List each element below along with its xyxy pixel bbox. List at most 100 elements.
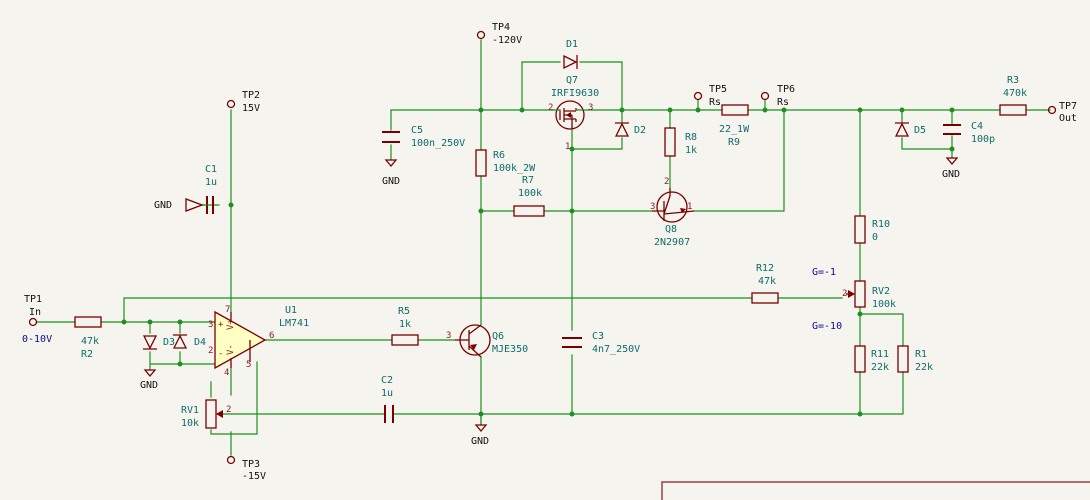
rv2-symbol	[846, 280, 866, 308]
q8-value: 2N2907	[654, 237, 690, 248]
rv1-symbol	[205, 399, 223, 429]
r2-symbol	[74, 316, 102, 328]
tp7-value: Out	[1059, 113, 1077, 124]
d3-symbol	[142, 335, 158, 350]
q8-pin2: 2	[664, 177, 669, 187]
r10-symbol	[854, 215, 866, 244]
r9-symbol	[721, 104, 749, 116]
c5-gnd-label: GND	[382, 176, 400, 187]
r5-value: 1k	[399, 319, 411, 330]
tp4-value: -120V	[492, 35, 522, 46]
tp4-symbol	[476, 30, 486, 40]
u1-pin6: 6	[269, 331, 274, 341]
q6-transistor-symbol	[455, 324, 491, 358]
labels: TP1 In 0-10V TP2 15V TP3 -15V TP4 -120V …	[22, 22, 1077, 482]
r8-value: 1k	[685, 145, 697, 156]
tp5-symbol	[693, 91, 703, 101]
q7-pin2: 2	[548, 103, 553, 113]
rv1-value: 10k	[181, 418, 199, 429]
q6-ref: Q6	[492, 331, 504, 342]
r5-symbol	[391, 334, 419, 346]
d3-ref: D3	[163, 337, 175, 348]
tp2-value: 15V	[242, 103, 260, 114]
d4-symbol	[172, 334, 188, 349]
r6-ref: R6	[493, 150, 505, 161]
tp1-value: In	[29, 307, 41, 318]
d2-symbol	[614, 122, 630, 137]
c4-gnd-label: GND	[942, 169, 960, 180]
c4-value: 100p	[971, 134, 995, 145]
c1-ref: C1	[205, 164, 217, 175]
tp3-value: -15V	[242, 471, 266, 482]
wire-clamp	[149, 321, 216, 371]
q8-pin3: 3	[650, 202, 655, 212]
q7-mosfet-symbol	[552, 100, 585, 130]
r12-value: 47k	[758, 276, 776, 287]
rv1-ref: RV1	[181, 405, 199, 416]
r1-symbol	[897, 345, 909, 373]
tp1-ref: TP1	[24, 294, 42, 305]
r11-value: 22k	[871, 362, 889, 373]
r6-symbol	[475, 149, 487, 177]
r3-value: 470k	[1003, 88, 1027, 99]
c1-gnd-label: GND	[154, 200, 172, 211]
tp7-ref: TP7	[1059, 101, 1077, 112]
r9-value: 22_1W	[719, 124, 750, 135]
r3-ref: R3	[1007, 75, 1019, 86]
r3-symbol	[999, 104, 1027, 116]
u1-pin2: 2	[208, 346, 213, 356]
rv2-pin2: 2	[842, 289, 847, 299]
wire-d2	[571, 109, 623, 150]
d1-ref: D1	[566, 39, 578, 50]
q6-gnd-symbol	[474, 424, 488, 433]
resistors	[74, 104, 1027, 373]
c4-ref: C4	[971, 121, 983, 132]
c3-value: 4n7_250V	[592, 344, 640, 355]
c1-gnd-symbol	[185, 198, 204, 212]
q7-value: IRFI9630	[551, 88, 599, 99]
capacitors	[201, 124, 961, 423]
c2-symbol	[384, 405, 394, 423]
u1-value: LM741	[279, 318, 309, 329]
d5-ref: D5	[914, 125, 926, 136]
q6-pin3: 3	[446, 331, 451, 341]
tp2-ref: TP2	[242, 90, 260, 101]
d1-symbol	[563, 54, 578, 70]
u1-pin3: 3	[208, 320, 213, 330]
tp6-value: Rs	[777, 97, 789, 108]
c2-value: 1u	[381, 388, 393, 399]
r5-ref: R5	[398, 306, 410, 317]
gain-bottom-label: G=-10	[812, 321, 842, 332]
wire-feedback-top	[123, 297, 843, 323]
q8-transistor-symbol	[652, 188, 695, 223]
c5-value: 100n_250V	[411, 138, 465, 149]
r12-symbol	[751, 292, 779, 304]
wires	[36, 39, 1051, 456]
r1-ref: R1	[915, 349, 927, 360]
tp5-value: Rs	[709, 97, 721, 108]
c3-symbol	[562, 337, 582, 348]
r9-ref: R9	[728, 137, 740, 148]
d3-gnd-symbol	[143, 369, 157, 378]
d4-ref: D4	[194, 337, 206, 348]
r2-value: 47k	[81, 336, 99, 347]
diodes	[142, 54, 910, 350]
u1-ref: U1	[285, 305, 297, 316]
u1-minus-mark: -	[218, 349, 223, 359]
tp1-symbol	[28, 317, 38, 327]
u1-pin5: 5	[246, 360, 251, 370]
tp3-symbol	[226, 455, 236, 465]
input-range-label: 0-10V	[22, 334, 52, 345]
u1-plus-mark: +	[218, 320, 224, 330]
tp4-ref: TP4	[492, 22, 510, 33]
d2-ref: D2	[634, 125, 646, 136]
tp5-ref: TP5	[709, 84, 727, 95]
r11-ref: R11	[871, 349, 889, 360]
ground-symbols	[143, 157, 959, 433]
c2-ref: C2	[381, 375, 393, 386]
q8-ref: Q8	[665, 224, 677, 235]
gain-top-label: G=-1	[812, 267, 836, 278]
r7-symbol	[513, 205, 545, 217]
tp6-ref: TP6	[777, 84, 795, 95]
